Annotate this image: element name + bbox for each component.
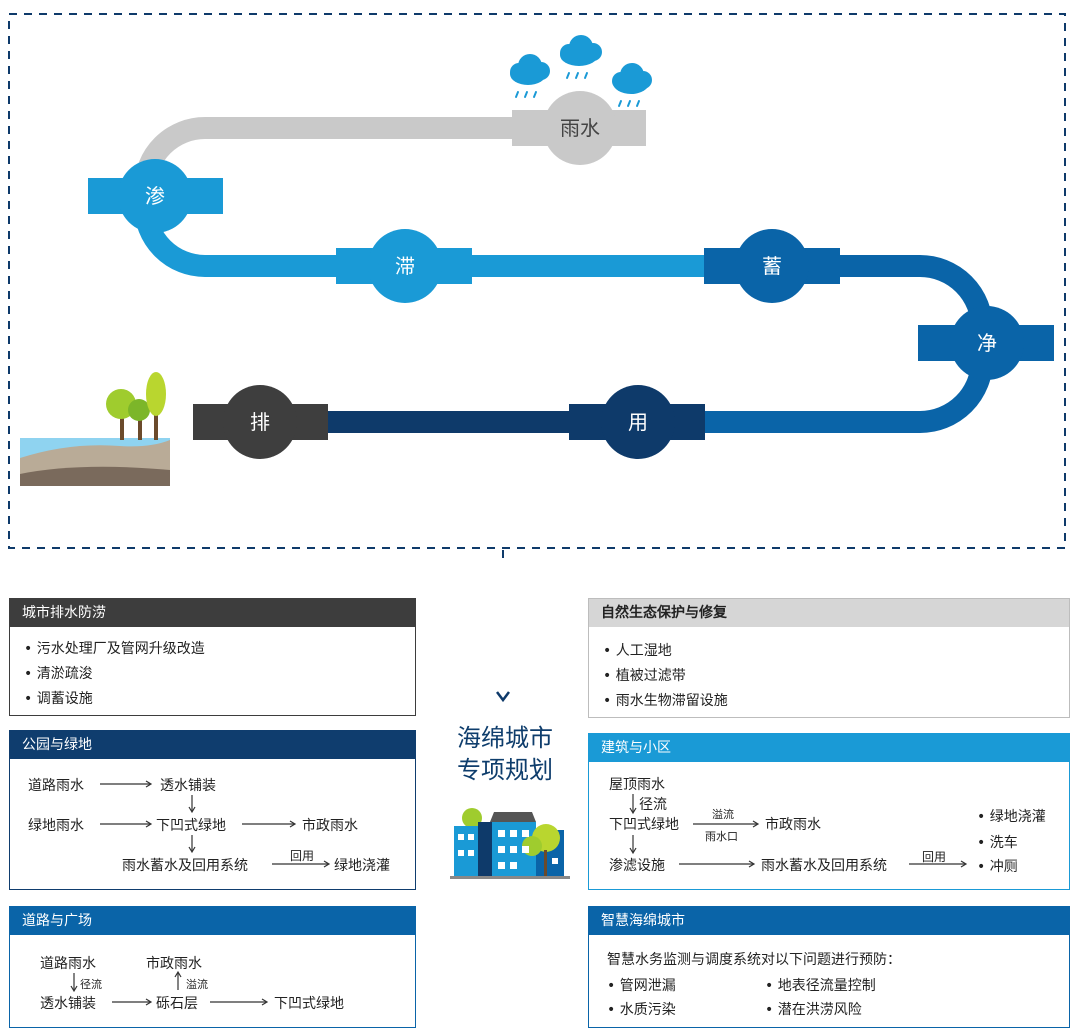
dashed-frame xyxy=(8,13,1066,549)
stage-rain-label: 雨水 xyxy=(560,116,600,140)
center-title-line1: 海绵城市 xyxy=(457,724,553,752)
stage-retain-label: 滞 xyxy=(395,254,415,278)
box-parks: 公园与绿地 道路雨水 透水铺装 绿地雨水 下凹式绿地 市政雨水 雨水蓄水及回用系… xyxy=(9,730,416,890)
flow-municipal-rain: 市政雨水 xyxy=(302,818,358,834)
flow-runoff-label: 径流 xyxy=(80,978,102,991)
stage-store-label: 蓄 xyxy=(762,254,782,278)
flow-road-rain: 道路雨水 xyxy=(28,778,84,794)
stage-seep-label: 渗 xyxy=(145,184,165,208)
box-ecology-title: 自然生态保护与修复 xyxy=(589,599,1069,627)
list-item: • 调蓄设施 xyxy=(24,691,93,707)
flow-sunken-green: 下凹式绿地 xyxy=(609,817,679,833)
flow-reuse-label: 回用 xyxy=(290,849,315,863)
box-buildings: 建筑与小区 屋顶雨水 径流 下凹式绿地 溢流 雨水口 市政雨水 渗滤设施 雨水蓄… xyxy=(588,733,1070,890)
flow-rain-inlet-label: 雨水口 xyxy=(705,830,738,843)
flow-green-rain: 绿地雨水 xyxy=(28,818,84,834)
box-urban-drainage-title: 城市排水防涝 xyxy=(10,599,415,627)
use-item: • 冲厕 xyxy=(977,859,1018,875)
stage-drain-label: 排 xyxy=(250,410,270,434)
list-item: • 水质污染 xyxy=(607,1002,676,1018)
center-title-line2: 专项规划 xyxy=(457,756,553,784)
list-item: • 人工湿地 xyxy=(603,643,672,659)
water-cycle-diagram: 雨水 渗 滞 蓄 净 用 排 xyxy=(8,13,1066,694)
flow-arrows xyxy=(100,780,331,868)
list-item: • 地表径流量控制 xyxy=(765,978,876,994)
flow-roof-rain: 屋顶雨水 xyxy=(609,777,665,793)
box-smart-title: 智慧海绵城市 xyxy=(589,907,1069,935)
box-ecology: 自然生态保护与修复 • 人工湿地 • 植被过滤带 • 雨水生物滞留设施 xyxy=(588,598,1070,718)
flow-runoff-label: 径流 xyxy=(639,797,667,813)
flow-permeable-paving: 透水铺装 xyxy=(160,778,216,794)
list-item: • 潜在洪涝风险 xyxy=(765,1002,862,1018)
list-item: • 污水处理厂及管网升级改造 xyxy=(24,641,205,657)
box-roads-title: 道路与广场 xyxy=(10,907,415,935)
box-urban-drainage: 城市排水防涝 • 污水处理厂及管网升级改造 • 清淤疏浚 • 调蓄设施 xyxy=(9,598,416,716)
use-item: • 洗车 xyxy=(977,835,1018,851)
flow-arrows xyxy=(70,970,269,1006)
list-item: • 植被过滤带 xyxy=(603,668,686,684)
raindrops-icon xyxy=(515,72,640,107)
flow-gravel: 砾石层 xyxy=(156,996,198,1012)
flow-overflow-label: 溢流 xyxy=(712,808,734,821)
rain-cloud-icon xyxy=(510,35,652,94)
box-parks-title: 公园与绿地 xyxy=(10,731,415,759)
flow-reuse-label: 回用 xyxy=(922,850,947,864)
flow-storage-system: 雨水蓄水及回用系统 xyxy=(122,858,248,874)
flow-green-irrigation: 绿地浇灌 xyxy=(334,858,390,874)
flow-road-rain: 道路雨水 xyxy=(40,956,96,972)
use-item: • 绿地浇灌 xyxy=(977,809,1046,825)
city-buildings-icon xyxy=(450,808,570,879)
box-roads: 道路与广场 道路雨水 市政雨水 径流 溢流 透水铺装 砾石层 下凹式绿地 xyxy=(9,906,416,1028)
flow-permeable-paving: 透水铺装 xyxy=(40,996,96,1012)
list-item: • 雨水生物滞留设施 xyxy=(603,693,728,709)
flow-storage-system: 雨水蓄水及回用系统 xyxy=(761,858,887,874)
stage-purify-label: 净 xyxy=(977,331,997,355)
list-item: • 清淤疏浚 xyxy=(24,666,93,682)
flow-overflow-label: 溢流 xyxy=(186,978,208,991)
water-cycle-svg: 雨水 渗 滞 蓄 净 用 排 xyxy=(8,13,1066,694)
flow-arrows xyxy=(629,794,968,868)
box-buildings-title: 建筑与小区 xyxy=(589,734,1069,762)
box-smart: 智慧海绵城市 智慧水务监测与调度系统对以下问题进行预防： • 管网泄漏 • 地表… xyxy=(588,906,1070,1028)
flow-sunken-green: 下凹式绿地 xyxy=(274,996,344,1012)
down-arrow-icon xyxy=(496,691,510,703)
stage-use-label: 用 xyxy=(628,410,648,434)
land-trees-icon xyxy=(20,372,170,486)
flow-filter: 渗滤设施 xyxy=(609,858,665,874)
flow-sunken-green: 下凹式绿地 xyxy=(156,818,226,834)
center-title: 海绵城市 专项规划 xyxy=(430,722,580,786)
flow-municipal-rain: 市政雨水 xyxy=(146,956,202,972)
smart-intro: 智慧水务监测与调度系统对以下问题进行预防： xyxy=(607,952,901,968)
list-item: • 管网泄漏 xyxy=(607,978,676,994)
flow-municipal-rain: 市政雨水 xyxy=(765,817,821,833)
